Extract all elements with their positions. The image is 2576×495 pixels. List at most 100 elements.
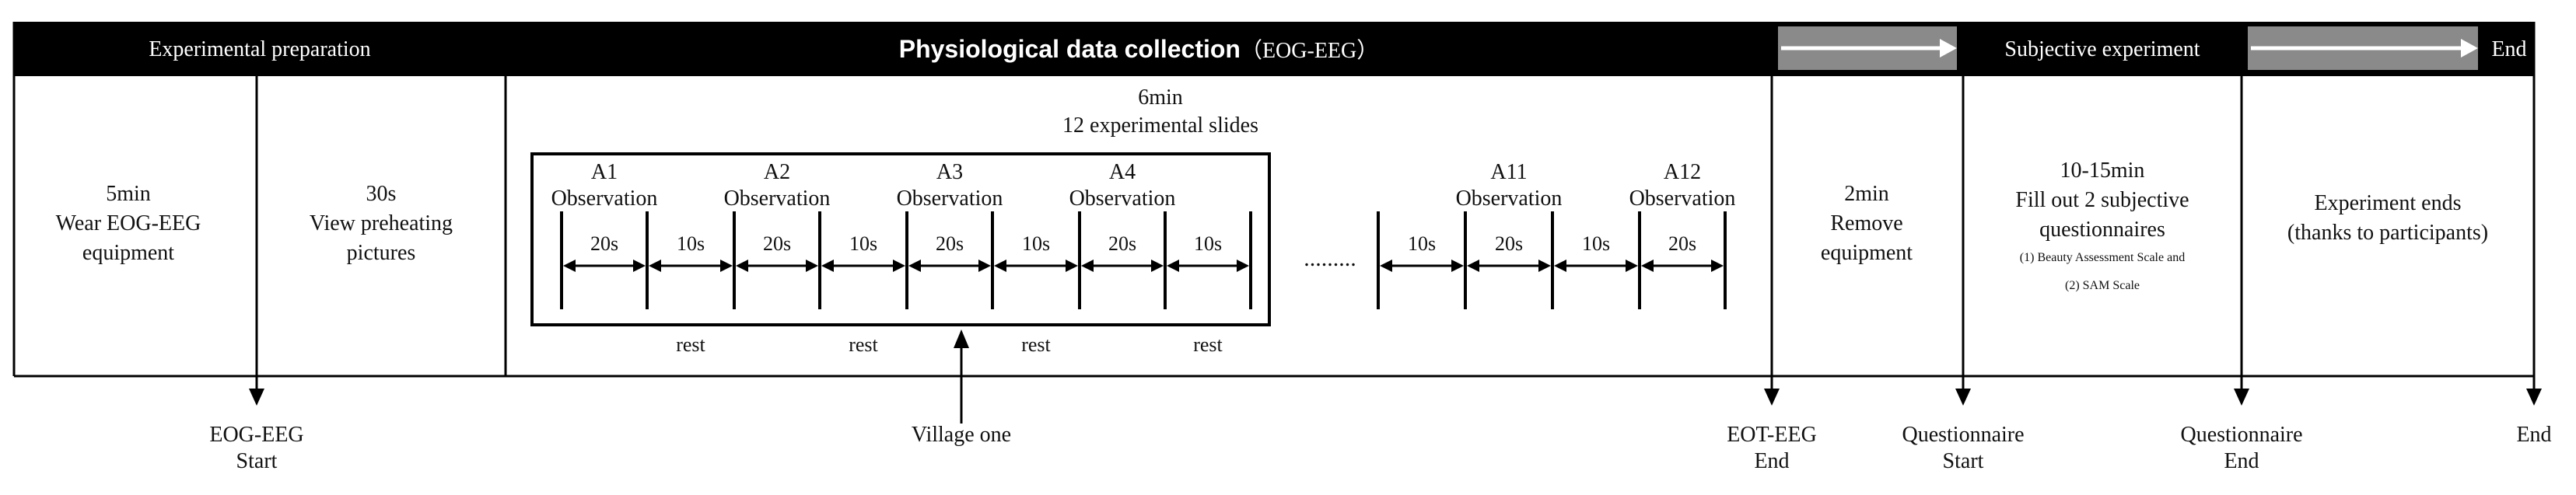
segment-label-observe: 20s — [1108, 232, 1136, 255]
q-scale2: (2) SAM Scale — [2065, 279, 2140, 292]
collection-duration: 6min — [1138, 85, 1183, 110]
ending-line1: Experiment ends — [2315, 191, 2462, 215]
group-observation-label: Observation — [551, 186, 658, 211]
header-collection-sub: （EOG-EEG） — [1241, 38, 1378, 63]
wear-line2: equipment — [82, 241, 174, 265]
observation-segment: 20s — [908, 232, 991, 272]
group-observation-label: Observation — [1629, 186, 1736, 211]
ellipsis-dots: ......... — [1304, 246, 1356, 271]
header-prep-bg — [14, 22, 506, 76]
segment-label-rest: 10s — [677, 232, 705, 255]
rest-segment: 10s — [1380, 232, 1464, 272]
observation-segment: 20s — [1467, 232, 1551, 272]
wear-line1: Wear EOG-EEG — [56, 211, 201, 235]
observation-segment: 20s — [1081, 232, 1164, 272]
header-subjective-title: Subjective experiment — [2004, 37, 2200, 61]
group-observation-label: Observation — [1456, 186, 1563, 211]
prep-view-block: 30s View preheating pictures — [310, 182, 453, 265]
rest-segment: 10s — [821, 232, 905, 272]
q-scale1: (1) Beauty Assessment Scale and — [2020, 251, 2185, 264]
segment-label-observe: 20s — [1668, 232, 1696, 255]
bottom-labels: EOG-EEG Start EOT-EEG End Questionnaire … — [209, 423, 2551, 473]
ending-block: Experiment ends (thanks to participants) — [2287, 191, 2488, 245]
group-id: A4 — [1109, 160, 1136, 184]
rest-label: rest — [849, 333, 878, 356]
eot-end-label-1: EOT-EEG — [1727, 423, 1817, 447]
marker-q-start-line — [1955, 76, 1971, 406]
q-end-label-2: End — [2224, 449, 2259, 473]
q-start-label-2: Start — [1943, 449, 1984, 473]
q-start-label-1: Questionnaire — [1902, 423, 2024, 447]
rest-segment: 10s — [1554, 232, 1638, 272]
q-end-label-1: Questionnaire — [2180, 423, 2302, 447]
segment-label-observe: 20s — [936, 232, 964, 255]
remove-time: 2min — [1844, 182, 1889, 206]
remove-line1: Remove — [1830, 211, 1902, 235]
group-observation-label: Observation — [1069, 186, 1176, 211]
segment-label-rest: 10s — [1408, 232, 1436, 255]
rest-label: rest — [1193, 333, 1223, 356]
rest-segment: 10s — [649, 232, 733, 272]
eog-start-label-1: EOG-EEG — [209, 423, 303, 447]
marker-end-line — [2526, 376, 2542, 406]
segment-label-rest: 10s — [849, 232, 877, 255]
observation-segment: 20s — [1641, 232, 1724, 272]
view-line1: View preheating — [310, 211, 453, 235]
marker-eot-end-line — [1764, 76, 1780, 406]
eot-end-label-2: End — [1754, 449, 1789, 473]
remove-line2: equipment — [1821, 241, 1913, 265]
questionnaire-block: 10-15min Fill out 2 subjective questionn… — [2015, 159, 2189, 292]
observation-segment: 20s — [563, 232, 646, 272]
end-label: End — [2516, 423, 2551, 447]
header-subjective-bg — [1963, 22, 2242, 76]
group-id: A3 — [936, 160, 963, 184]
segment-label-observe: 20s — [763, 232, 791, 255]
segment-label-rest: 10s — [1582, 232, 1610, 255]
marker-q-end-line — [2234, 76, 2249, 406]
segment-label-rest: 10s — [1194, 232, 1222, 255]
rest-segment: 10s — [994, 232, 1078, 272]
header-end-title: End — [2491, 37, 2526, 61]
group-id: A2 — [764, 160, 790, 184]
remove-block: 2min Remove equipment — [1821, 182, 1913, 265]
header-bar: Experimental preparation Physiological d… — [14, 22, 2534, 76]
q-time: 10-15min — [2060, 159, 2145, 183]
observation-segment: 20s — [736, 232, 818, 272]
transition-arrow-2 — [2248, 26, 2478, 70]
marker-eog-start-line — [249, 76, 264, 406]
group-id: A12 — [1664, 160, 1701, 184]
view-line2: pictures — [347, 241, 416, 265]
view-time: 30s — [366, 182, 397, 206]
segment-label-observe: 20s — [1495, 232, 1523, 255]
eog-start-label-2: Start — [236, 449, 278, 473]
q-line2: questionnaires — [2039, 218, 2165, 242]
header-collection-main: Physiological data collection — [899, 35, 1241, 63]
group-observation-label: Observation — [897, 186, 1003, 211]
slides-group-box — [530, 152, 1271, 326]
group-id: A1 — [591, 160, 618, 184]
segment-label-rest: 10s — [1022, 232, 1050, 255]
ending-line2: (thanks to participants) — [2287, 221, 2488, 245]
prep-wear-block: 5min Wear EOG-EEG equipment — [56, 182, 201, 265]
rest-label: rest — [1021, 333, 1051, 356]
group-id: A11 — [1490, 160, 1527, 184]
q-line1: Fill out 2 subjective — [2015, 188, 2189, 212]
rest-label: rest — [676, 333, 705, 356]
segment-label-observe: 20s — [590, 232, 618, 255]
header-prep-title: Experimental preparation — [149, 37, 370, 61]
rest-segment: 10s — [1167, 232, 1249, 272]
header-collection-title: Physiological data collection（EOG-EEG） — [899, 35, 1379, 63]
header-collection-bg — [506, 22, 1772, 76]
wear-time: 5min — [106, 182, 151, 206]
collection-slides: 12 experimental slides — [1062, 113, 1258, 138]
header-end-bg — [2484, 22, 2534, 76]
village-one-arrow — [954, 329, 969, 424]
transition-arrow-1 — [1778, 26, 1957, 70]
